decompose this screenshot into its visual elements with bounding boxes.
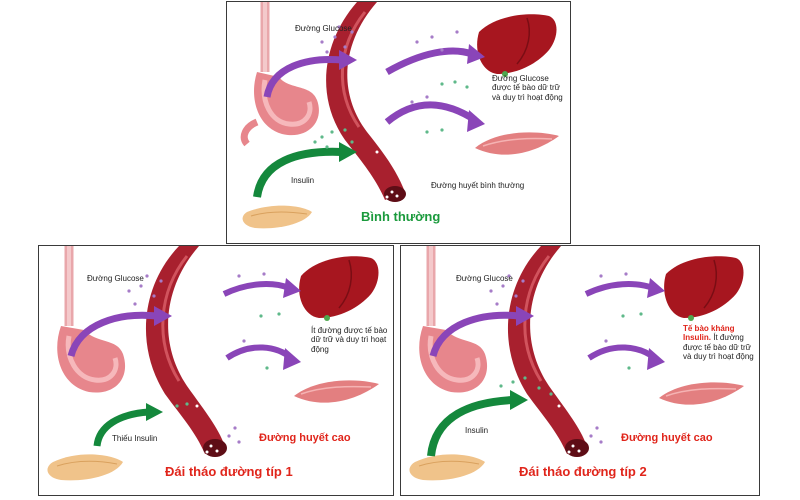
panel-title: Bình thường bbox=[361, 209, 441, 224]
liver-description-text: Ít đường được tế bào dữ trữ và duy trì h… bbox=[683, 333, 754, 362]
liver-icon bbox=[664, 256, 744, 321]
liver-description: Ít đường được tế bào dữ trữ và duy trì h… bbox=[311, 326, 388, 354]
type2-illustration bbox=[409, 246, 744, 481]
glucose-label: Đường Glucose bbox=[456, 274, 513, 283]
panel-type1: Đường Glucose Ít đường được tế bào dữ tr… bbox=[38, 245, 394, 496]
panel-type2: Đường Glucose Tế bào kháng Insulin. Ít đ… bbox=[400, 245, 760, 496]
insulin-resistance-text: Tế bào kháng Insulin. bbox=[683, 324, 735, 343]
pancreas-icon bbox=[409, 454, 485, 481]
pancreas-icon bbox=[242, 205, 312, 229]
liver-icon bbox=[299, 256, 379, 321]
panel-title: Đái tháo đường típ 1 bbox=[165, 464, 293, 479]
insulin-arrow bbox=[253, 147, 343, 198]
liver-icon bbox=[477, 14, 557, 77]
panel-normal: Đường Glucose Đường Glucose được tế bào … bbox=[226, 1, 571, 244]
pancreas-icon bbox=[47, 454, 123, 481]
liver-description: Đường Glucose được tế bào dữ trữ và duy … bbox=[492, 74, 563, 102]
insulin-label: Insulin bbox=[465, 426, 489, 435]
muscle-icon bbox=[294, 380, 379, 403]
insulin-label: Insulin bbox=[291, 176, 315, 185]
glucose-label: Đường Glucose bbox=[87, 274, 144, 283]
glucose-label: Đường Glucose bbox=[295, 24, 352, 33]
blood-sugar-label: Đường huyết bình thường bbox=[431, 181, 525, 190]
blood-vessel-icon bbox=[507, 246, 589, 457]
liver-description: Tế bào kháng Insulin. Ít đường được tế b… bbox=[683, 324, 757, 362]
normal-illustration bbox=[240, 2, 559, 229]
insulin-label: Thiếu Insulin bbox=[112, 434, 158, 443]
blood-vessel-icon bbox=[145, 246, 227, 457]
type1-illustration bbox=[47, 246, 379, 481]
blood-sugar-label: Đường huyết cao bbox=[259, 432, 351, 444]
muscle-icon bbox=[659, 382, 744, 405]
muscle-icon bbox=[475, 132, 559, 155]
glucose-arrow bbox=[263, 56, 343, 98]
panel-title: Đái tháo đường típ 2 bbox=[519, 464, 647, 479]
blood-sugar-label: Đường huyết cao bbox=[621, 432, 713, 444]
